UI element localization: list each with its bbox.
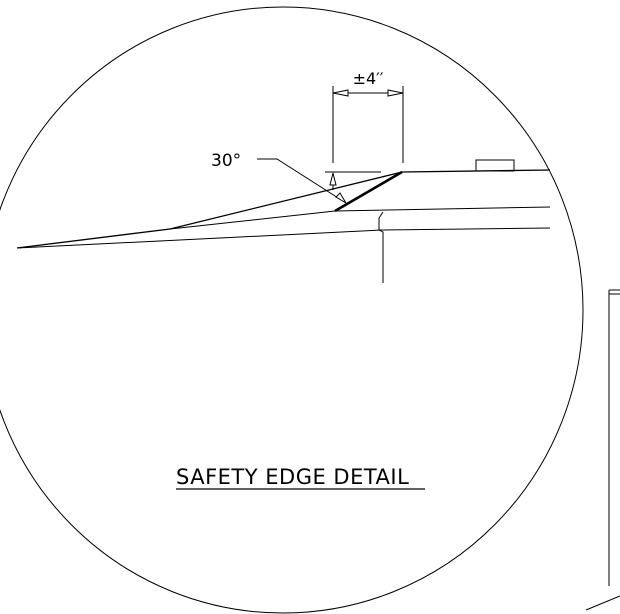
pavement-base-layers	[16, 206, 551, 283]
outer-dimension-line	[585, 289, 620, 611]
width-dimension	[332, 86, 404, 163]
angle-callout	[257, 158, 381, 204]
angle-label: 30°	[211, 151, 241, 171]
safety-edge-wedge	[334, 170, 403, 213]
width-dimension-label: ±4′′	[353, 69, 384, 88]
pavement-marker	[475, 159, 515, 172]
detail-circle	[0, 6, 584, 614]
detail-title: SAFETY EDGE DETAIL	[176, 465, 409, 489]
pavement-surface	[16, 169, 551, 249]
